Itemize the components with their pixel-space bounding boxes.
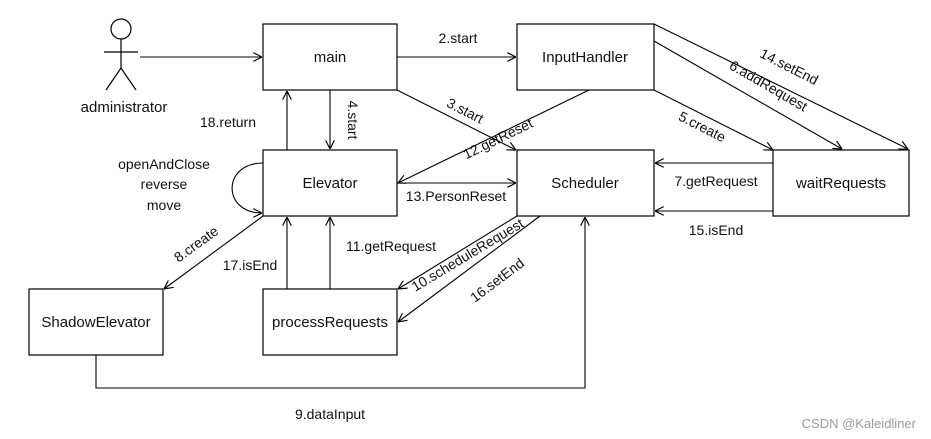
- edge-13-label: 13.PersonReset: [406, 188, 507, 204]
- administrator-actor: [104, 18, 138, 91]
- process-requests-node-label: processRequests: [272, 314, 388, 331]
- main-node-label: main: [314, 49, 347, 66]
- self-loop-label-1: openAndClose: [118, 156, 210, 172]
- edge-11-label: 11.getRequest: [346, 238, 436, 254]
- edge-8-line: [164, 215, 264, 289]
- wait-requests-node-label: waitRequests: [795, 175, 886, 192]
- process-requests-node: [262, 288, 398, 356]
- self-loop-label-3: move: [147, 197, 181, 213]
- edge-10-label: 10.scheduleRequest: [409, 215, 527, 295]
- elevator-self-loop: [231, 162, 264, 213]
- elevator-node-label: Elevator: [302, 175, 357, 192]
- self-loop-label-2: reverse: [141, 176, 188, 192]
- edge-8-label: 8.create: [171, 222, 222, 265]
- edge-2-label: 2.start: [439, 30, 478, 46]
- edge-5-line: [653, 89, 773, 150]
- shadow-elevator-node-label: ShadowElevator: [41, 314, 150, 331]
- edge-15-label: 15.isEnd: [689, 222, 743, 238]
- input-handler-node: [516, 23, 655, 91]
- edge-7-label: 7.getRequest: [674, 173, 757, 189]
- edge-16-label: 16.setEnd: [467, 255, 527, 306]
- edge-9-label: 9.dataInput: [295, 406, 365, 422]
- edge-17-label: 17.isEnd: [223, 257, 277, 273]
- actor-label: administrator: [81, 99, 168, 116]
- edge-3-line: [396, 89, 516, 150]
- edge-12-line: [398, 89, 590, 183]
- edge-10-line: [398, 215, 518, 289]
- watermark: CSDN @Kaleidliner: [802, 416, 917, 431]
- elevator-node: [262, 149, 398, 217]
- scheduler-node: [516, 149, 655, 217]
- edge-18-label: 18.return: [200, 114, 256, 130]
- scheduler-node-label: Scheduler: [551, 175, 619, 192]
- wait-requests-node: [772, 149, 910, 217]
- edge-3-label: 3.start: [444, 95, 486, 127]
- shadow-elevator-node: [28, 288, 164, 356]
- edge-9-line: [95, 217, 585, 389]
- edge-14-line: [653, 23, 908, 149]
- edge-5-label: 5.create: [676, 108, 729, 145]
- main-node: [262, 23, 398, 91]
- edge-4-label: 4.start: [345, 101, 361, 140]
- input-handler-node-label: InputHandler: [542, 49, 628, 66]
- edge-16-line: [398, 215, 541, 322]
- edge-6-line: [653, 40, 842, 149]
